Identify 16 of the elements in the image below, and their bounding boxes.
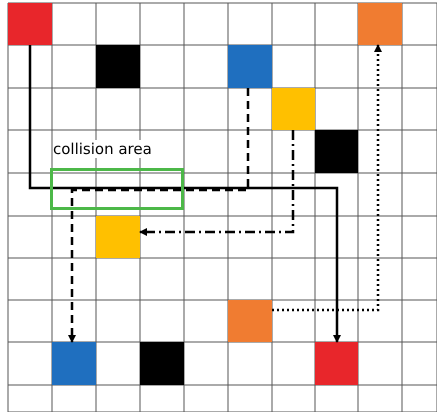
filled-grid-square: [228, 45, 272, 88]
path-arrow: [68, 88, 250, 343]
filled-grid-square: [96, 45, 140, 88]
path-arrow: [272, 44, 382, 312]
area-label: collision area: [53, 140, 152, 158]
path-arrow: [28, 45, 341, 343]
filled-grid-square: [8, 3, 52, 45]
filled-grid-square: [140, 342, 184, 385]
path-arrow: [139, 130, 294, 236]
filled-grid-square: [52, 342, 96, 385]
filled-grid-square: [96, 216, 140, 258]
filled-grid-square: [315, 130, 358, 173]
filled-grid-square: [272, 88, 315, 130]
filled-grid-square: [315, 342, 358, 385]
filled-grid-square: [358, 3, 402, 45]
filled-grid-square: [228, 300, 272, 342]
